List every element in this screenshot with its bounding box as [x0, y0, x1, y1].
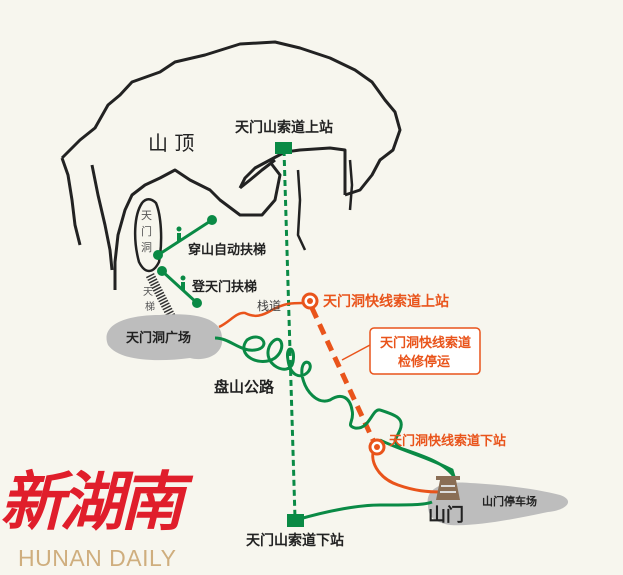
- plank-road-label: 栈道: [257, 298, 281, 313]
- express-lower-station-marker: [368, 438, 386, 456]
- summit-label: 山 顶: [148, 131, 194, 155]
- cave-label-1: 天: [141, 209, 152, 222]
- winding-road: [214, 335, 457, 479]
- express-lower-station-label: 天门洞快线索道下站: [389, 433, 506, 449]
- person-icon: [176, 226, 182, 241]
- hunan-daily-logo-en: HUNAN DAILY: [18, 545, 177, 571]
- escalator-node: [192, 298, 202, 308]
- sky-ladder-label-2: 梯: [145, 300, 155, 313]
- parking-label: 山门停车场: [482, 494, 537, 508]
- cliff-right: [296, 169, 307, 251]
- notice-line-1: 天门洞快线索道: [380, 335, 471, 351]
- tianmen-escalator-line: [160, 269, 199, 305]
- cave-square-label: 天门洞广场: [126, 330, 191, 346]
- mountain-escalator-label: 穿山自动扶梯: [188, 242, 266, 258]
- hunan-daily-logo: 新湖南: [0, 465, 184, 540]
- notice-pointer: [341, 344, 371, 361]
- express-upper-station-label: 天门洞快线索道上站: [323, 293, 449, 310]
- upper-cable-station-marker: [275, 142, 292, 154]
- upper-cable-station-label: 天门山索道上站: [235, 119, 333, 136]
- cave-label-2: 门: [141, 224, 152, 238]
- escalator-node: [157, 266, 167, 276]
- plank-road: [218, 301, 304, 329]
- express-upper-station-marker: [301, 292, 319, 310]
- shanmen-label: 山门: [428, 504, 464, 526]
- lower-cable-station-label: 天门山索道下站: [246, 532, 344, 549]
- cave-label-3: 洞: [141, 241, 152, 254]
- tianmen-escalator-label: 登天门扶梯: [191, 279, 257, 295]
- express-station-connector: [379, 438, 457, 481]
- parking-area: [427, 482, 569, 526]
- person-icon: [180, 275, 186, 290]
- lower-station-road: [295, 500, 433, 522]
- mountain-escalator-line: [157, 218, 213, 257]
- shanmen-gate-icon: [436, 476, 460, 500]
- winding-road-label: 盘山公路: [214, 378, 275, 396]
- maintenance-notice-box: [369, 327, 481, 375]
- sky-ladder: [145, 272, 177, 321]
- sky-ladder-label-1: 天: [143, 287, 153, 298]
- cave-square-area: [106, 314, 223, 361]
- escalator-node: [153, 250, 163, 260]
- cliff-right-2: [348, 159, 354, 211]
- notice-line-2: 检修停运: [398, 354, 450, 370]
- tianmen-cableway-line: [282, 149, 297, 519]
- escalator-node: [207, 215, 217, 225]
- express-lower-road: [371, 446, 441, 494]
- lower-cable-station-marker: [287, 514, 304, 527]
- express-cableway-line: [309, 306, 376, 442]
